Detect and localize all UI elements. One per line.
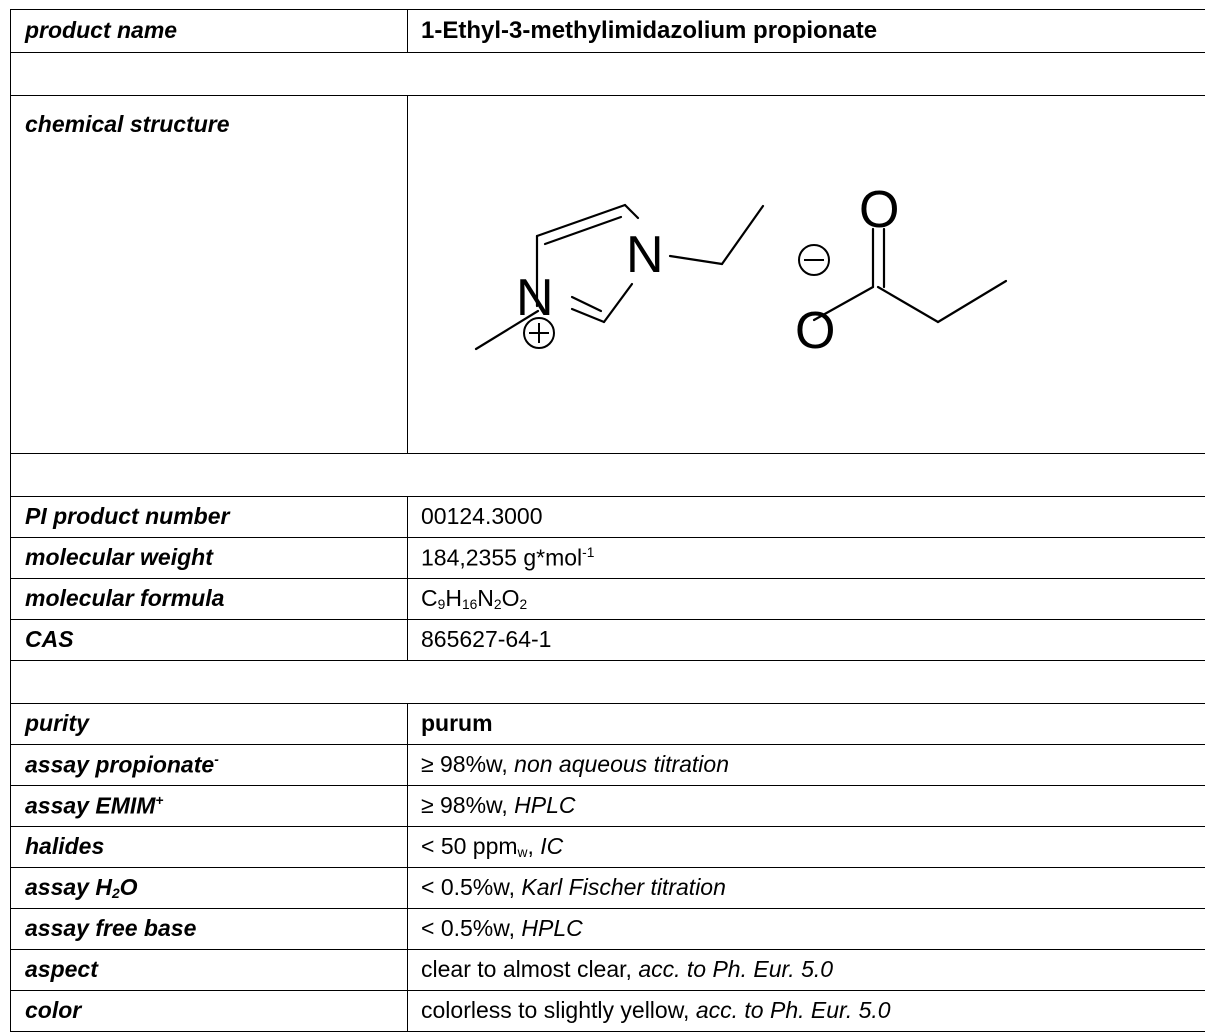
chemical-structure-cell: N N O O — [408, 96, 1205, 454]
row-aspect: aspect clear to almost clear, acc. to Ph… — [11, 950, 1205, 991]
spacer-row — [11, 661, 1205, 704]
row-assay-free-base: assay free base < 0.5%w, HPLC — [11, 909, 1205, 950]
method: HPLC — [514, 792, 575, 818]
halides-label: halides — [11, 827, 408, 868]
molecule-bonds — [476, 205, 1006, 349]
aspect-value: clear to almost clear, acc. to Ph. Eur. … — [408, 950, 1205, 991]
molecular-weight-value: 184,2355 g*mol-1 — [408, 538, 1205, 579]
atom-n3: N — [626, 226, 664, 284]
formula-element: O — [502, 585, 520, 611]
color-label: color — [11, 991, 408, 1032]
product-number-label: PI product number — [11, 497, 408, 538]
assay-emim-value: ≥ 98%w, HPLC — [408, 786, 1205, 827]
method: non aqueous titration — [514, 751, 729, 777]
formula-count: 2 — [494, 597, 502, 612]
molecular-weight-label: molecular weight — [11, 538, 408, 579]
molecular-formula-value: C9H16N2O2 — [408, 579, 1205, 620]
cas-label: CAS — [11, 620, 408, 661]
product-name-label: product name — [11, 10, 408, 53]
assay-propionate-value: ≥ 98%w, non aqueous titration — [408, 745, 1205, 786]
method: Karl Fischer titration — [521, 874, 726, 900]
row-purity: purity purum — [11, 704, 1205, 745]
method: HPLC — [521, 915, 582, 941]
purity-value: purum — [408, 704, 1205, 745]
formula-count: 2 — [520, 597, 528, 612]
assay-h2o-value: < 0.5%w, Karl Fischer titration — [408, 868, 1205, 909]
purity-label: purity — [11, 704, 408, 745]
assay-free-base-label: assay free base — [11, 909, 408, 950]
assay-h2o-label: assay H2O — [11, 868, 408, 909]
method: IC — [540, 833, 563, 859]
assay-emim-label: assay EMIM+ — [11, 786, 408, 827]
chemical-structure-label: chemical structure — [11, 96, 408, 454]
row-molecular-formula: molecular formula C9H16N2O2 — [11, 579, 1205, 620]
molecule-atoms: N N O O — [516, 181, 899, 360]
cas-value: 865627-64-1 — [408, 620, 1205, 661]
method: acc. to Ph. Eur. 5.0 — [638, 956, 833, 982]
formula-element: N — [477, 585, 494, 611]
method: acc. to Ph. Eur. 5.0 — [696, 997, 891, 1023]
molecular-weight-exponent: -1 — [582, 545, 594, 560]
row-cas: CAS 865627-64-1 — [11, 620, 1205, 661]
assay-propionate-label: assay propionate- — [11, 745, 408, 786]
assay-free-base-value: < 0.5%w, HPLC — [408, 909, 1205, 950]
row-chemical-structure: chemical structure — [11, 96, 1205, 454]
row-assay-propionate: assay propionate- ≥ 98%w, non aqueous ti… — [11, 745, 1205, 786]
molecular-formula-label: molecular formula — [11, 579, 408, 620]
formula-element: C — [421, 585, 438, 611]
halides-value: < 50 ppmw, IC — [408, 827, 1205, 868]
aspect-label: aspect — [11, 950, 408, 991]
product-name-value: 1-Ethyl-3-methylimidazolium propionate — [408, 10, 1205, 53]
row-color: color colorless to slightly yellow, acc.… — [11, 991, 1205, 1032]
minus-charge-icon — [799, 245, 829, 275]
product-number-value: 00124.3000 — [408, 497, 1205, 538]
molecular-weight-number: 184,2355 g*mol — [421, 544, 582, 570]
spacer-row — [11, 454, 1205, 497]
row-product-name: product name 1-Ethyl-3-methylimidazolium… — [11, 10, 1205, 53]
row-halides: halides < 50 ppmw, IC — [11, 827, 1205, 868]
row-product-number: PI product number 00124.3000 — [11, 497, 1205, 538]
row-assay-h2o: assay H2O < 0.5%w, Karl Fischer titratio… — [11, 868, 1205, 909]
specification-table: product name 1-Ethyl-3-methylimidazolium… — [10, 9, 1205, 1032]
color-value: colorless to slightly yellow, acc. to Ph… — [408, 991, 1205, 1032]
row-molecular-weight: molecular weight 184,2355 g*mol-1 — [11, 538, 1205, 579]
formula-count: 16 — [462, 597, 477, 612]
atom-o-single: O — [795, 302, 835, 360]
formula-element: H — [445, 585, 462, 611]
atom-o-double: O — [859, 181, 899, 239]
spacer-row — [11, 53, 1205, 96]
chemical-structure-drawing: N N O O — [408, 96, 1205, 437]
row-assay-emim: assay EMIM+ ≥ 98%w, HPLC — [11, 786, 1205, 827]
